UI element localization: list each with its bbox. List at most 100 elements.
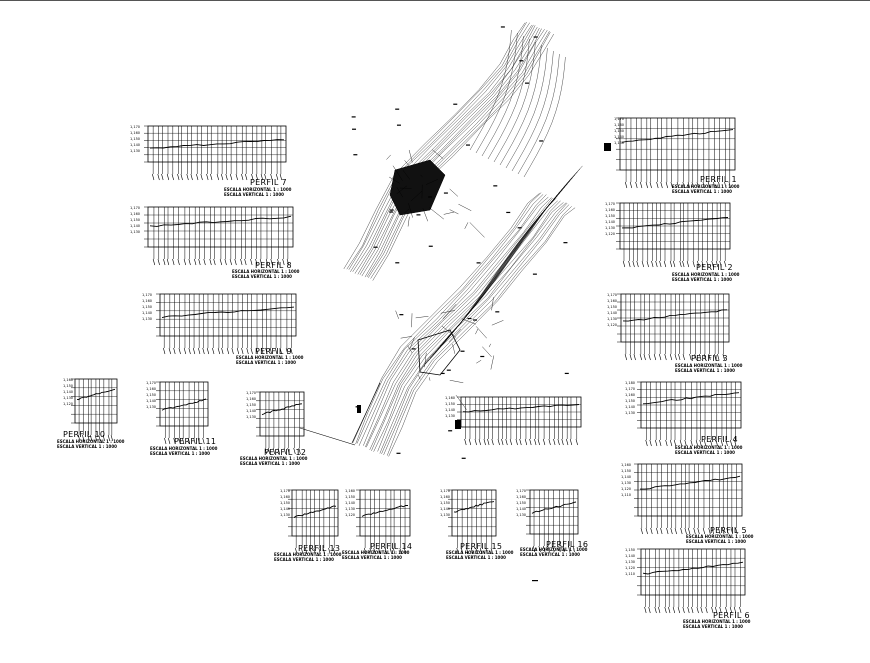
elevation-label: 1,140 (280, 507, 291, 511)
elevation-label: 1,170 (146, 381, 157, 385)
station-mark (161, 173, 164, 181)
contour-line (523, 56, 566, 178)
elevation-label: 1,180 (625, 381, 636, 385)
contour-line (379, 202, 567, 454)
annotation-mark (446, 369, 451, 371)
station-mark (285, 347, 289, 355)
station-mark (687, 606, 690, 614)
annotation-mark (465, 144, 470, 146)
station-mark (542, 438, 546, 446)
terrain-profile-line (161, 398, 207, 411)
elevation-label: 1,170 (440, 489, 451, 493)
station-mark (648, 606, 651, 614)
station-mark (295, 547, 298, 555)
station-mark (714, 353, 717, 361)
station-mark (648, 353, 651, 361)
contour-line (365, 197, 552, 448)
station-mark (250, 258, 253, 266)
station-mark (532, 545, 536, 553)
profile-14-graph (356, 489, 411, 555)
elevation-label: 1,160 (246, 397, 257, 401)
station-mark (107, 434, 111, 442)
station-mark (696, 181, 699, 189)
station-mark (690, 439, 693, 447)
station-mark (225, 173, 228, 181)
station-mark (90, 434, 93, 442)
contour-line (346, 22, 527, 270)
profile-frame (529, 489, 579, 535)
annotation-mark (453, 103, 458, 105)
station-mark (660, 527, 663, 535)
profile-grid (637, 381, 742, 447)
elevation-label: 1,140 (516, 507, 527, 511)
station-mark (333, 547, 336, 555)
station-mark (230, 173, 233, 181)
station-mark (673, 260, 676, 268)
station-mark (187, 437, 191, 445)
station-mark (725, 439, 728, 447)
contour-line (387, 206, 572, 456)
station-mark (157, 173, 160, 181)
station-mark (255, 347, 259, 355)
station-mark (632, 260, 635, 268)
contour-line (356, 194, 544, 444)
annotation-mark (428, 196, 433, 198)
contour-line (368, 31, 550, 278)
station-mark (705, 606, 708, 614)
station-mark (190, 173, 193, 181)
station-mark (209, 258, 212, 266)
station-mark (491, 438, 494, 446)
contour-line (364, 29, 545, 278)
station-mark (173, 437, 176, 445)
profile-5-graph (634, 463, 743, 535)
station-mark (682, 353, 685, 361)
station-mark (186, 173, 189, 181)
contour-line (499, 44, 542, 166)
street-line (449, 188, 459, 197)
elevation-label: 1,150 (516, 501, 527, 505)
street-line (475, 326, 487, 339)
elevation-label: 1,160 (614, 123, 625, 127)
station-mark (708, 353, 711, 361)
profile-2-title: PERFIL 2 (696, 263, 733, 272)
street-line (491, 320, 504, 326)
contour-line (383, 204, 570, 455)
elevation-label: 1,140 (605, 220, 616, 224)
station-mark (188, 258, 191, 266)
profile-5-title: PERFIL 5 (710, 526, 747, 535)
station-mark (265, 258, 269, 266)
street-line (461, 318, 476, 325)
station-mark (466, 547, 469, 555)
contour-line (372, 33, 554, 281)
station-mark (713, 181, 716, 189)
elevation-label: 1,130 (130, 149, 141, 153)
station-mark (730, 527, 733, 535)
station-mark (537, 438, 540, 446)
elevation-label: 1,150 (146, 393, 157, 397)
elevation-label: 1,140 (246, 409, 257, 413)
station-mark (629, 181, 633, 189)
profile-grid (156, 381, 209, 445)
contour-line (357, 27, 538, 275)
annotation-mark (395, 262, 400, 264)
station-mark (183, 347, 187, 355)
station-mark (231, 347, 234, 355)
elevation-label: 1,120 (345, 513, 356, 517)
station-mark (659, 439, 662, 447)
street-line (491, 297, 494, 311)
elevation-label: 1,130 (614, 141, 625, 145)
annotation-mark (517, 227, 522, 229)
station-mark (246, 347, 249, 355)
elevation-label: 1,140 (440, 507, 451, 511)
elevation-label: 1,130 (625, 560, 636, 564)
street-line (476, 360, 482, 364)
